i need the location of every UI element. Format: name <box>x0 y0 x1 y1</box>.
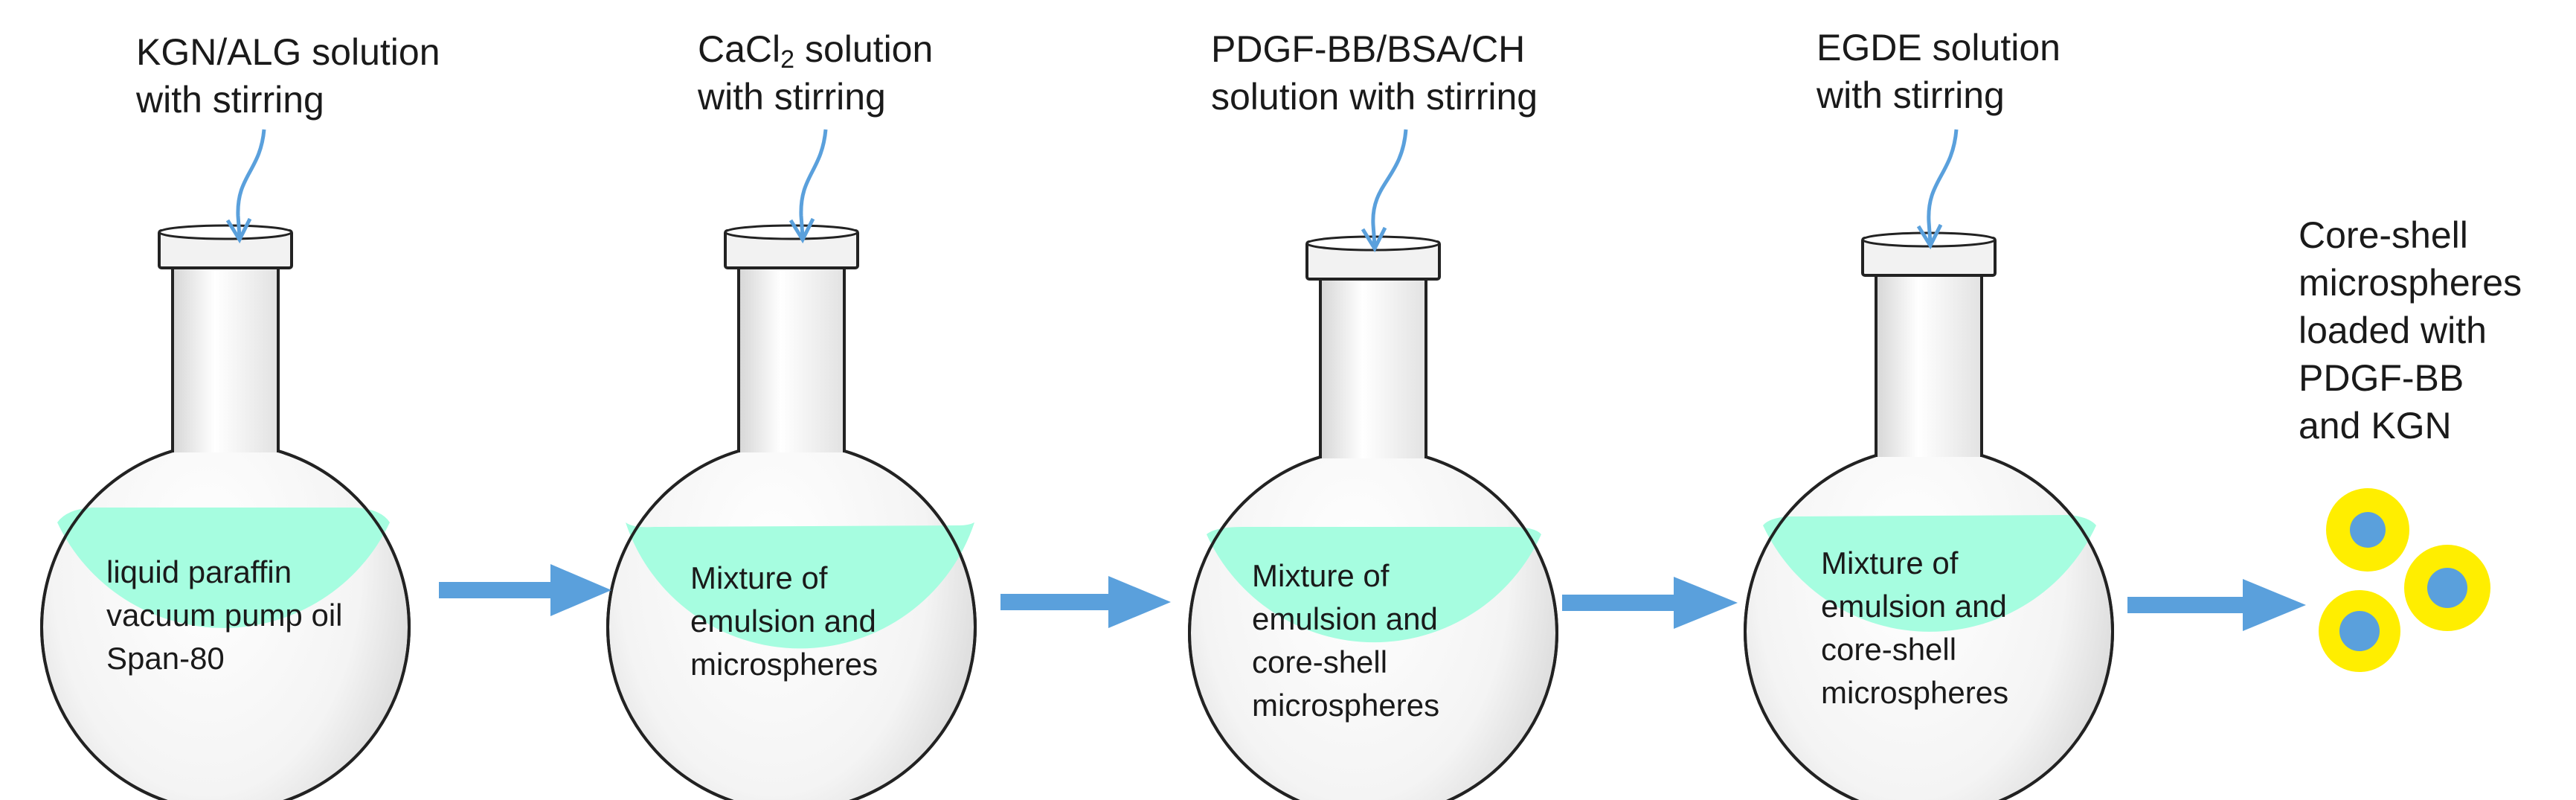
label-line: loaded with <box>2299 310 2487 351</box>
flask-content-2: Mixture of emulsion and microspheres <box>690 557 878 686</box>
liquid <box>57 508 390 628</box>
reagent-label-1: KGN/ALG solution with stirring <box>136 28 440 124</box>
reagent-label-3: PDGF-BB/BSA/CH solution with stirring <box>1211 25 1538 121</box>
content-line: core-shell <box>1252 644 1388 679</box>
content-line: vacuum pump oil <box>106 598 343 633</box>
reagent-label-4: EGDE solution with stirring <box>1817 24 2061 119</box>
content-line: emulsion and <box>1821 589 2007 624</box>
flask-neck <box>173 260 278 452</box>
content-line: microspheres <box>1821 675 2009 710</box>
label-line: with stirring <box>136 79 324 121</box>
label-line: KGN/ALG solution <box>136 31 440 73</box>
label-line: Core-shell <box>2299 214 2468 256</box>
flask-2 <box>606 129 977 800</box>
flask-3 <box>1188 129 1558 800</box>
flask-4 <box>1744 129 2114 800</box>
label-line: microspheres <box>2299 262 2522 304</box>
stir-arrow <box>236 129 266 237</box>
content-line: Mixture of <box>690 560 828 595</box>
flask-1 <box>40 129 411 800</box>
arrow-2-3 <box>1000 576 1171 628</box>
content-line: Mixture of <box>1821 545 1959 580</box>
flask-content-3: Mixture of emulsion and core-shell micro… <box>1252 554 1439 727</box>
arrow-4-product <box>2127 579 2306 631</box>
core-shell-microspheres <box>2319 488 2490 672</box>
label-line: solution with stirring <box>1211 76 1538 118</box>
content-line: microspheres <box>690 647 879 682</box>
label-line: CaCl2 solution <box>698 28 934 74</box>
content-line: core-shell <box>1821 632 1957 667</box>
label-line: and KGN <box>2299 405 2452 447</box>
content-line: Span-80 <box>106 641 225 676</box>
label-line: with stirring <box>1817 74 2005 116</box>
microsphere <box>2404 545 2490 631</box>
arrow-3-4 <box>1562 577 1738 629</box>
product-label: Core-shell microspheres loaded with PDGF… <box>2299 211 2522 449</box>
microsphere <box>2326 488 2409 572</box>
arrow-1-2 <box>439 564 611 616</box>
label-line: PDGF-BB <box>2299 357 2464 399</box>
flask-content-4: Mixture of emulsion and core-shell micro… <box>1821 542 2008 714</box>
label-line: with stirring <box>698 76 886 118</box>
content-line: emulsion and <box>690 604 876 639</box>
content-line: Mixture of <box>1252 558 1390 593</box>
process-arrows <box>439 564 2306 631</box>
content-line: emulsion and <box>1252 601 1438 636</box>
content-line: liquid paraffin <box>106 554 292 589</box>
label-line: EGDE solution <box>1817 27 2061 68</box>
flask-content-1: liquid paraffin vacuum pump oil Span-80 <box>106 551 342 680</box>
reagent-label-2: CaCl2 solution with stirring <box>698 25 933 121</box>
microsphere <box>2319 590 2400 672</box>
content-line: microspheres <box>1252 688 1440 723</box>
label-line: PDGF-BB/BSA/CH <box>1211 28 1526 70</box>
